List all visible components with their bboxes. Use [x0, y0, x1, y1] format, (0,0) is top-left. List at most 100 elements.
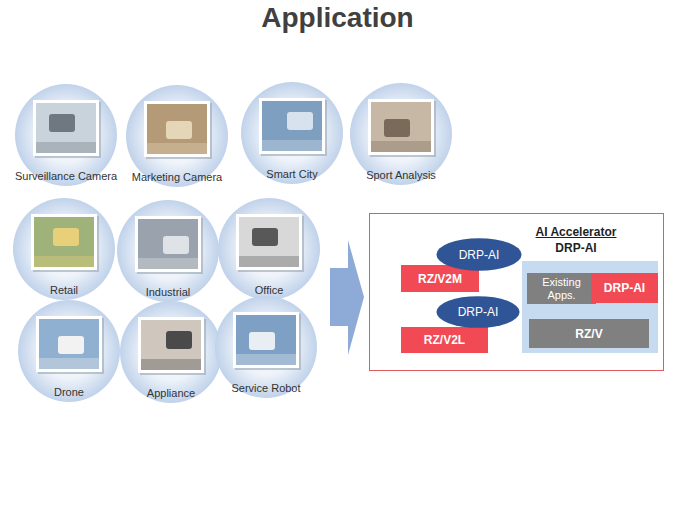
text-holder: Office	[212, 284, 326, 296]
node-label: Office	[212, 284, 326, 296]
photo-frame	[31, 214, 97, 270]
node-label: Retail	[7, 284, 121, 296]
node-label: Service Robot	[209, 382, 323, 394]
photo-ground	[34, 256, 94, 267]
node-label: Industrial	[111, 286, 225, 298]
node-label: AI Accelerator	[496, 224, 656, 240]
block-arrow	[330, 240, 364, 355]
accelerator-panel: AI AcceleratorDRP-AIExisting Apps.DRP-AI…	[522, 261, 658, 353]
node-label: RZ/V	[575, 327, 602, 341]
photo-subject	[53, 228, 79, 246]
node-label: Sport Analysis	[344, 169, 458, 181]
photo-shadow	[38, 318, 104, 374]
photo-shadow	[370, 101, 436, 157]
text-holder: Surveillance Camera	[9, 170, 123, 182]
photo-ground	[239, 256, 299, 267]
photo-subject	[163, 236, 189, 254]
node-label: Smart City	[235, 168, 349, 180]
application-tile: Appliance	[118, 301, 224, 405]
application-tile: Retail	[11, 198, 117, 302]
accelerator-ellipse: DRP-AI	[436, 238, 522, 271]
photo-subject	[249, 332, 275, 350]
photo-subject	[252, 228, 278, 246]
software-box: Existing Apps.	[527, 273, 596, 304]
photo	[141, 320, 201, 370]
text-holder: Industrial	[111, 286, 225, 298]
page-title: Application	[0, 2, 675, 34]
photo-frame	[138, 317, 204, 373]
photo-shadow	[35, 102, 101, 158]
text-holder: Existing Apps.	[527, 273, 596, 304]
photo-frame	[33, 100, 99, 156]
photo	[239, 217, 299, 267]
photo-ground	[138, 258, 198, 269]
photo	[236, 315, 296, 365]
photo-ground	[371, 141, 431, 152]
application-tile: Service Robot	[213, 296, 319, 400]
photo-frame	[36, 316, 102, 372]
photo-subject	[287, 112, 313, 130]
text-holder: Service Robot	[209, 382, 323, 394]
node-label: Existing Apps.	[527, 276, 596, 301]
photo-ground	[262, 140, 322, 151]
node-label: DRP-AI	[604, 281, 645, 295]
photo-subject	[166, 121, 192, 139]
application-tile: Sport Analysis	[348, 83, 454, 187]
photo-subject	[384, 119, 410, 137]
text-holder: DRP-AI	[591, 273, 658, 303]
text-holder: Marketing Camera	[120, 171, 234, 183]
photo	[262, 101, 322, 151]
photo	[147, 104, 207, 154]
photo-shadow	[235, 314, 301, 370]
node-label: Marketing Camera	[120, 171, 234, 183]
node-label: RZ/V2L	[424, 333, 465, 347]
photo-ground	[236, 354, 296, 365]
photo-ground	[36, 142, 96, 153]
application-tile: Industrial	[115, 200, 221, 304]
application-tile: Smart City	[239, 82, 345, 186]
photo	[138, 219, 198, 269]
photo-shadow	[140, 319, 206, 375]
photo-ground	[141, 359, 201, 370]
node-label: Appliance	[114, 387, 228, 399]
accelerator-box: DRP-AI	[591, 273, 658, 303]
node-label: Surveillance Camera	[9, 170, 123, 182]
ellipse-shape	[436, 296, 519, 328]
ellipse-shape	[436, 238, 521, 271]
photo-subject	[49, 114, 75, 132]
photo	[36, 103, 96, 153]
photo-frame	[236, 214, 302, 270]
photo-shadow	[261, 100, 327, 156]
photo-shadow	[137, 218, 203, 274]
photo	[371, 102, 431, 152]
text-holder: Smart City	[235, 168, 349, 180]
photo-frame	[233, 312, 299, 368]
application-tile: Marketing Camera	[124, 85, 230, 189]
photo-ground	[147, 143, 207, 154]
node-label: DRP-AI	[459, 248, 500, 262]
text-holder: Appliance	[114, 387, 228, 399]
text-holder: Retail	[7, 284, 121, 296]
photo-frame	[135, 216, 201, 272]
photo-ground	[39, 358, 99, 369]
text-holder: RZ/V	[529, 319, 649, 348]
node-label: RZ/V2M	[418, 272, 462, 286]
node-label: Drone	[12, 386, 126, 398]
photo-frame	[368, 99, 434, 155]
application-tile: Drone	[16, 300, 122, 404]
photo-shadow	[238, 216, 304, 272]
text-holder: Drone	[12, 386, 126, 398]
photo-subject	[58, 336, 84, 354]
photo-frame	[259, 98, 325, 154]
text-holder: Sport Analysis	[344, 169, 458, 181]
application-tile: Surveillance Camera	[13, 84, 119, 188]
photo	[34, 217, 94, 267]
text-holder: DRP-AI	[436, 238, 522, 271]
accelerator-ellipse: DRP-AI	[436, 296, 520, 328]
node-label: DRP-AI	[458, 305, 499, 319]
chip-box: RZ/V2L	[401, 327, 488, 353]
photo-shadow	[33, 216, 99, 272]
chip-box: RZ/V	[529, 319, 649, 348]
application-tile: Office	[216, 198, 322, 302]
